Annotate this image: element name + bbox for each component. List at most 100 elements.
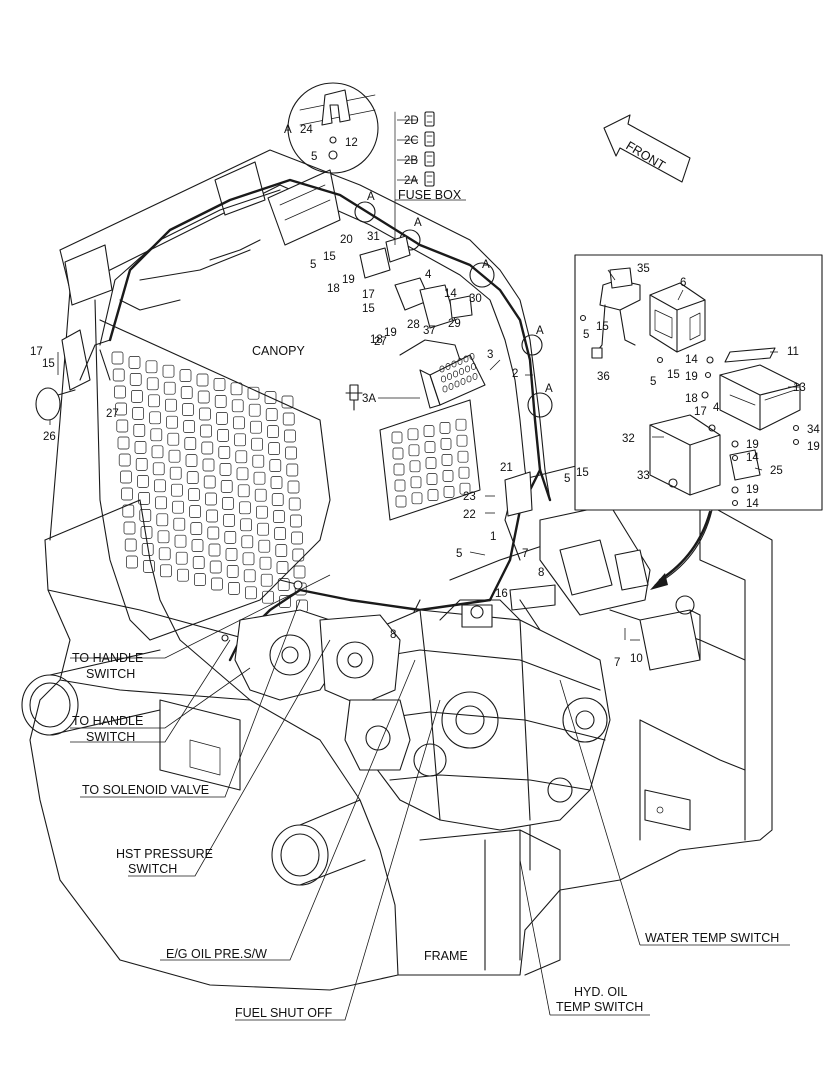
grille-hole: [234, 433, 246, 447]
fuse-icon-detail: [426, 155, 433, 163]
grille-hole: [408, 444, 420, 457]
grille-hole: [411, 492, 423, 505]
grille-hole: [158, 547, 171, 561]
grille-hole: [456, 434, 468, 447]
grille-hole: [441, 375, 446, 383]
grille-hole: [275, 544, 288, 557]
grille-hole: [259, 556, 272, 570]
grille-hole: [282, 412, 295, 426]
grille-hole: [224, 531, 237, 544]
callout: A: [545, 383, 553, 395]
callout: 29: [448, 318, 461, 330]
callout: 15: [667, 369, 680, 381]
grille-hole: [233, 416, 245, 430]
grille-hole: [225, 548, 238, 561]
callout: 8: [390, 629, 396, 641]
grille-hole: [192, 556, 205, 569]
fuse-icon-detail: [426, 115, 433, 123]
callout: 26: [43, 431, 56, 443]
leader-lines: [49, 119, 800, 1021]
label-to-handle-switch-2b: SWITCH: [86, 730, 135, 744]
grille-hole: [425, 457, 437, 469]
grille-hole: [120, 470, 132, 484]
grille-hole: [466, 375, 472, 383]
grille-hole: [165, 398, 177, 412]
grille-hole: [205, 492, 217, 506]
label-to-handle-switch-2a: TO HANDLE: [72, 714, 143, 728]
grille-hole: [199, 407, 211, 421]
grille-hole: [166, 415, 178, 429]
grille-hole: [281, 395, 294, 409]
grille-hole: [442, 470, 454, 482]
grille-hole: [190, 522, 203, 535]
label-hyd-oil-b: TEMP SWITCH: [556, 1000, 643, 1014]
callout: 7: [522, 548, 528, 560]
callout: 1: [490, 531, 496, 543]
grille-hole: [168, 449, 181, 463]
front-arrow: [603, 114, 691, 183]
grille-hole: [167, 432, 180, 446]
grille-hole: [163, 381, 176, 395]
grille-hole: [114, 385, 126, 399]
callout: 15: [596, 321, 609, 333]
grille-hole: [240, 518, 252, 532]
grille-hole: [455, 418, 467, 431]
grille-hole: [157, 530, 170, 544]
grille-hole: [287, 480, 300, 494]
grille-hole: [137, 475, 149, 488]
callout: 19: [746, 484, 759, 496]
grille-hole: [133, 424, 146, 437]
grille-hole: [284, 429, 296, 443]
grille-hole: [293, 565, 306, 579]
grille-hole: [395, 495, 407, 508]
grille-hole: [131, 390, 143, 403]
fuse-icon: [424, 151, 435, 167]
grille-hole: [264, 391, 277, 404]
grille-hole: [179, 369, 192, 382]
grille-hole: [423, 425, 435, 437]
grille-hole: [243, 569, 256, 583]
callout: 17: [362, 289, 375, 301]
grille-hole: [459, 482, 471, 495]
fuse-icon: [424, 111, 435, 127]
label-to-solenoid-valve: TO SOLENOID VALVE: [82, 783, 209, 797]
fuse-2b: 2B: [404, 155, 418, 167]
callout: 4: [425, 269, 432, 281]
grille-hole: [235, 450, 248, 464]
grille-hole: [427, 489, 439, 501]
callout: 18: [370, 334, 383, 346]
grille-hole: [267, 425, 279, 438]
grille-hole: [219, 463, 232, 476]
grille-hole: [202, 458, 215, 472]
grille-hole: [443, 486, 455, 498]
grille-hole: [274, 527, 286, 540]
grille-hole: [424, 441, 436, 453]
grille-hole: [126, 555, 138, 569]
callout: 17: [694, 406, 707, 418]
rear-grille: [111, 351, 308, 613]
grille-hole: [216, 412, 228, 425]
grille-hole: [410, 476, 422, 489]
callout: 17: [30, 346, 43, 358]
label-to-handle-switch-1a: TO HANDLE: [72, 651, 143, 665]
grille-hole: [252, 454, 265, 468]
grille-hole: [226, 565, 239, 578]
grille-hole: [145, 360, 158, 374]
callout: 5: [650, 376, 656, 388]
grille-hole: [196, 373, 209, 387]
grille-hole: [156, 513, 169, 527]
grille-hole: [173, 517, 186, 531]
callout: 19: [807, 441, 820, 453]
grille-hole: [197, 390, 210, 404]
callout: 27: [106, 408, 119, 420]
grille-hole: [207, 526, 220, 540]
fuse-icon: [424, 171, 435, 187]
grille-hole: [115, 402, 127, 416]
grille-hole: [257, 522, 269, 536]
callout: 19: [685, 371, 698, 383]
grille-hole: [211, 577, 223, 591]
grille-hole: [138, 492, 150, 505]
callout: 5: [310, 259, 316, 271]
grille-hole: [242, 552, 255, 566]
